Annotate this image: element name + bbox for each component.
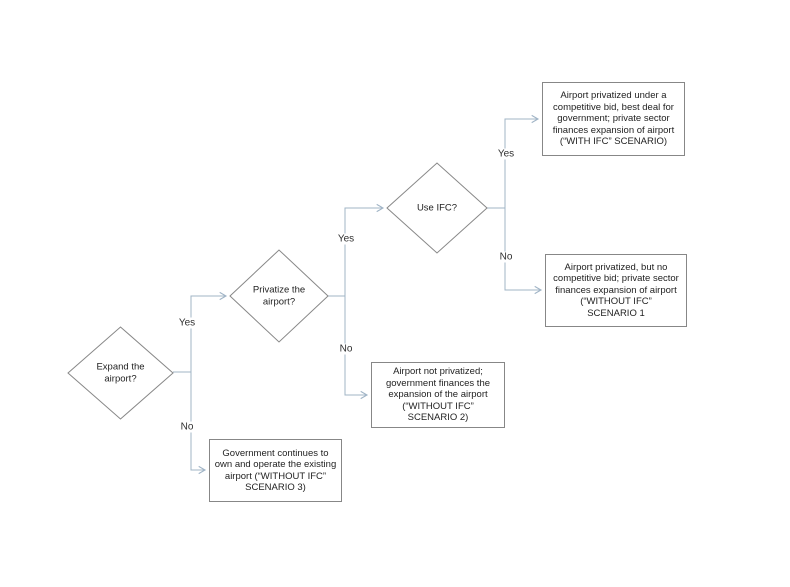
outcome-without-ifc-2-label: Airport not privatized; government finan…: [385, 366, 491, 424]
outcome-without-ifc-3-label: Government continues to own and operate …: [214, 447, 337, 494]
outcome-without-ifc-1-label: Airport privatized, but no competitive b…: [553, 261, 679, 319]
decision-expand-shape: [67, 326, 174, 420]
branch-label-privatize-no: No: [337, 343, 355, 355]
connector-useifc-yes: [487, 114, 540, 209]
branch-label-useifc-yes: Yes: [495, 148, 517, 160]
decision-privatize-label: Privatize the airport?: [252, 284, 306, 308]
branch-label-expand-yes: Yes: [176, 317, 198, 329]
decision-expand-label: Expand the airport?: [96, 361, 145, 385]
outcome-with-ifc-box: Airport privatized under a competitive b…: [542, 82, 685, 156]
connector-privatize-yes: [328, 203, 385, 297]
outcome-with-ifc-label: Airport privatized under a competitive b…: [552, 90, 675, 148]
outcome-without-ifc-2-box: Airport not privatized; government finan…: [371, 362, 505, 428]
connector-expand-yes: [173, 291, 228, 373]
decision-useifc-shape: [386, 162, 488, 254]
branch-label-privatize-yes: Yes: [335, 233, 357, 245]
outcome-without-ifc-3-box: Government continues to own and operate …: [209, 439, 342, 502]
decision-privatize-shape: [229, 249, 329, 343]
branch-label-useifc-no: No: [497, 251, 515, 263]
decision-useifc-label: Use IFC?: [416, 202, 458, 214]
branch-label-expand-no: No: [178, 421, 196, 433]
connector-expand-no: [190, 372, 207, 475]
outcome-without-ifc-1-box: Airport privatized, but no competitive b…: [545, 254, 687, 327]
connector-useifc-no: [504, 208, 543, 295]
connector-privatize-no: [344, 296, 369, 400]
